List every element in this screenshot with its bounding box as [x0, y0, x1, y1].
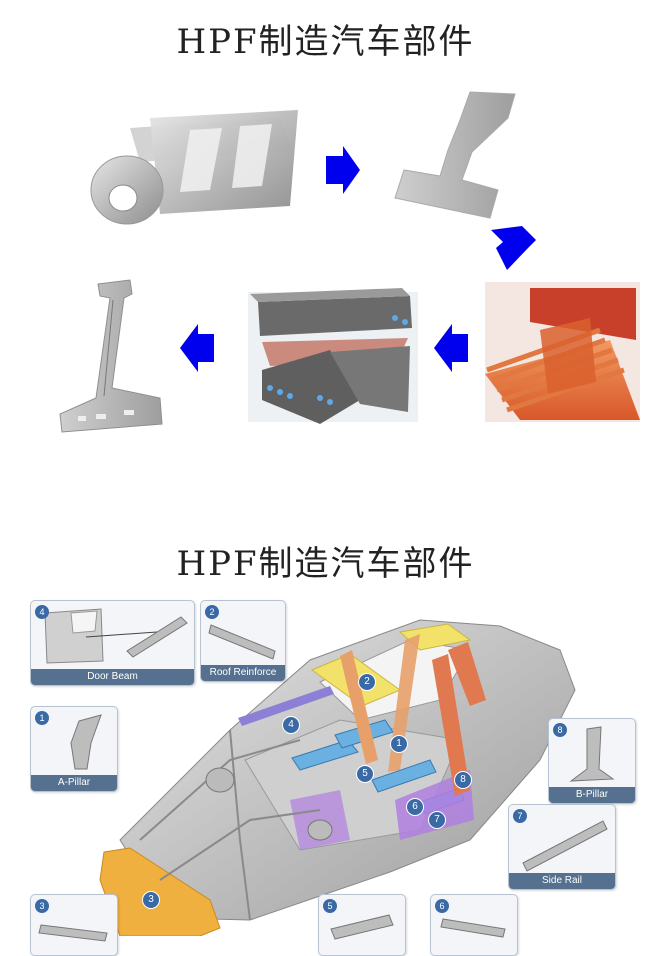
callout-part-6: 6 [430, 894, 518, 956]
callout-number: 6 [435, 899, 449, 913]
press-die-quench [248, 288, 418, 424]
callout-label: Roof Reinforce [201, 665, 285, 681]
callout-label: B-Pillar [549, 787, 635, 803]
car-tag-6: 6 [406, 798, 424, 816]
callout-label: A-Pillar [31, 775, 117, 791]
process-arrow-3 [434, 324, 468, 372]
callout-label: Door Beam [31, 669, 194, 685]
process-arrow-2 [491, 226, 536, 270]
callout-roof-reinforce: 2 Roof Reinforce [200, 600, 286, 682]
callout-side-rail: 7 Side Rail [508, 804, 616, 890]
cut-blank [395, 92, 515, 218]
callout-a-pillar: 1 A-Pillar [30, 706, 118, 792]
car-tag-8: 8 [454, 771, 472, 789]
car-tag-3: 3 [142, 891, 160, 909]
callout-label: Side Rail [509, 873, 615, 889]
callout-number: 1 [35, 711, 49, 725]
callout-part-3: 3 [30, 894, 118, 956]
callout-number: 2 [205, 605, 219, 619]
callout-part-5: 5 [318, 894, 406, 956]
callout-number: 8 [553, 723, 567, 737]
car-tag-1: 1 [390, 735, 408, 753]
callout-number: 7 [513, 809, 527, 823]
callout-b-pillar: 8 B-Pillar [548, 718, 636, 804]
car-tag-2: 2 [358, 673, 376, 691]
callout-number: 3 [35, 899, 49, 913]
callout-number: 5 [323, 899, 337, 913]
car-tag-5: 5 [356, 765, 374, 783]
car-tag-7: 7 [428, 811, 446, 829]
process-arrow-4 [180, 324, 214, 372]
callout-door-beam: 4 Door Beam [30, 600, 195, 686]
car-tag-4: 4 [282, 716, 300, 734]
process-arrow-1 [326, 146, 360, 194]
furnace-heating [485, 282, 640, 422]
finished-part [60, 280, 162, 432]
callout-number: 4 [35, 605, 49, 619]
process-diagram [0, 0, 651, 500]
steel-coil-blank [91, 110, 298, 224]
page-title-bottom: HPF制造汽车部件 [0, 536, 651, 585]
